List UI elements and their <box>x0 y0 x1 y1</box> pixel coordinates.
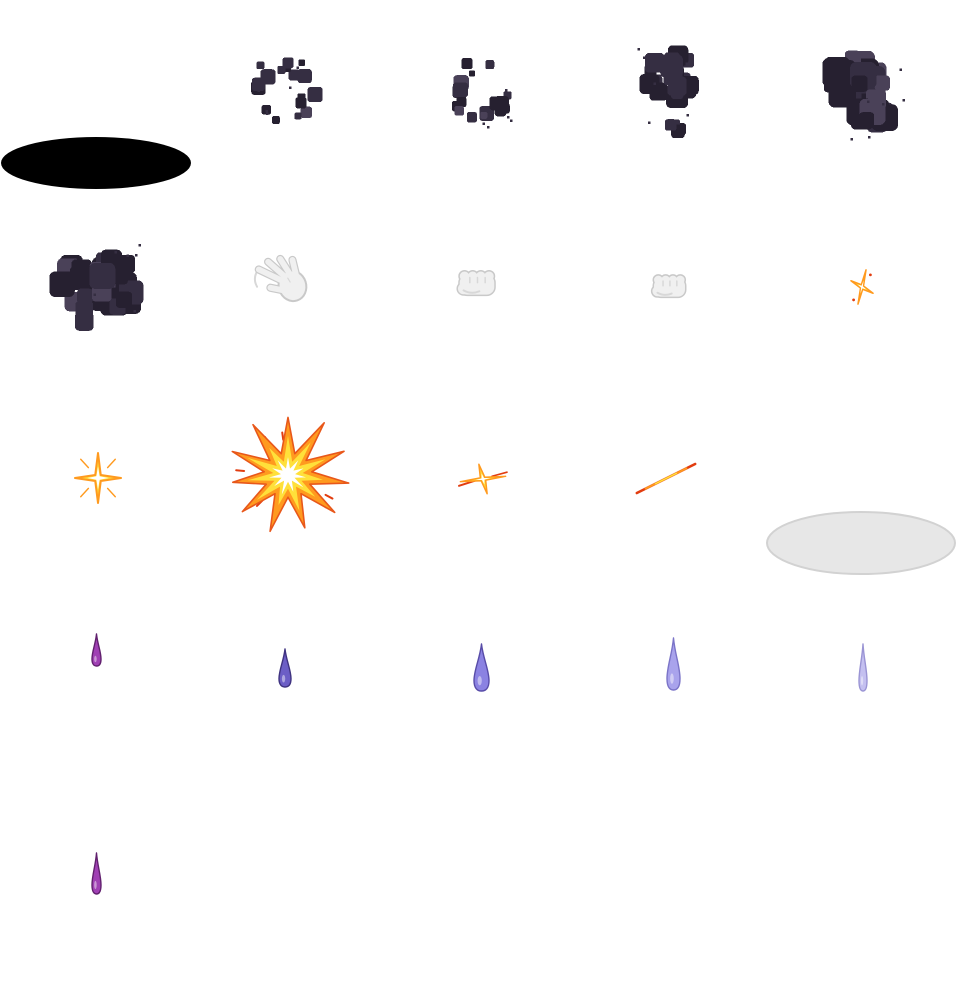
fist-hand-2-sprite <box>650 274 687 299</box>
droplet-5-sprite <box>858 643 868 692</box>
open-hand-sprite <box>253 254 308 303</box>
droplet-3-sprite <box>473 643 490 692</box>
fist-hand-1-sprite <box>456 269 496 297</box>
spark-small-sprite <box>850 269 874 305</box>
droplet-4-sprite <box>666 637 681 691</box>
spark-mid-sprite <box>458 463 508 495</box>
smoke-puff-frame-5-sprite <box>49 243 144 331</box>
shadow-ellipse-sprite <box>1 137 191 189</box>
spark-streak-sprite <box>635 462 697 495</box>
platform-ellipse-sprite <box>766 511 956 575</box>
smoke-puff-frame-3-sprite <box>637 45 699 139</box>
droplet-1-sprite <box>91 633 102 667</box>
explosion-burst-sprite <box>231 416 350 533</box>
sparkle-star-sprite <box>73 452 123 504</box>
droplet-6-sprite <box>91 852 102 895</box>
smoke-puff-frame-1-sprite <box>251 57 323 124</box>
smoke-puff-frame-2-sprite <box>451 57 513 129</box>
smoke-puff-frame-4-sprite <box>822 50 905 141</box>
droplet-2-sprite <box>278 648 292 688</box>
